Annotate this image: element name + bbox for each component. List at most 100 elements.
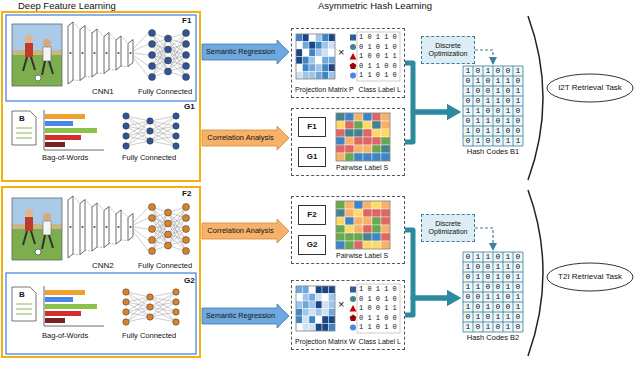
photo-person bbox=[25, 209, 33, 217]
matrix-row: 1 0 1 1 0 bbox=[359, 285, 397, 294]
word-bar bbox=[45, 142, 65, 147]
pairwise-matrix bbox=[363, 201, 372, 209]
projection-matrix bbox=[329, 301, 336, 309]
optimization-arrow bbox=[475, 228, 493, 250]
node-label: Pairwise Label S bbox=[336, 252, 388, 260]
hash-grid bbox=[463, 66, 523, 146]
cnn-unit bbox=[106, 226, 108, 228]
pairwise-matrix bbox=[354, 225, 363, 233]
fc-link bbox=[150, 302, 176, 317]
node-label: Correlation Analysis bbox=[207, 227, 273, 235]
cnn-unit bbox=[118, 226, 120, 228]
matrix-row: 1 1 0 0 1 0 bbox=[466, 282, 521, 292]
projection-matrix bbox=[322, 286, 329, 294]
projection-matrix bbox=[296, 72, 303, 80]
matrix-row: 1 0 1 1 0 0 bbox=[466, 126, 521, 136]
neuron bbox=[173, 143, 179, 149]
network-name: CNN1 bbox=[92, 88, 114, 97]
node-label: Correlation Analysis bbox=[207, 134, 273, 142]
cnn-layer bbox=[92, 29, 97, 77]
document-icon bbox=[12, 287, 36, 321]
cnn-unit bbox=[118, 52, 120, 54]
neuron bbox=[183, 41, 190, 48]
class-symbol bbox=[350, 325, 356, 331]
projection-matrix bbox=[316, 42, 323, 50]
projection-matrix bbox=[329, 309, 336, 317]
pairwise-matrix bbox=[345, 121, 354, 129]
word-bar bbox=[45, 121, 73, 126]
pairwise-matrix bbox=[372, 137, 381, 145]
photo-person bbox=[43, 47, 51, 61]
neuron bbox=[123, 113, 129, 119]
class-matrix bbox=[357, 32, 400, 81]
word-bar bbox=[45, 114, 85, 119]
neuron bbox=[147, 118, 153, 124]
flow-arrow bbox=[405, 298, 451, 315]
fc-link bbox=[133, 229, 149, 240]
hash-grid bbox=[463, 252, 523, 332]
neuron bbox=[149, 41, 156, 48]
node-label: F2 bbox=[307, 211, 316, 220]
pairwise-matrix bbox=[381, 209, 390, 217]
neuron bbox=[183, 30, 190, 37]
projection-matrix bbox=[322, 301, 329, 309]
neuron bbox=[149, 204, 156, 211]
document-line bbox=[16, 138, 32, 139]
neuron bbox=[183, 52, 190, 59]
cnn-unit bbox=[70, 52, 72, 54]
projection-matrix bbox=[296, 57, 303, 65]
hash-grid bbox=[463, 66, 464, 146]
hash-code-box: 0 1 1 0 1 01 0 0 1 1 00 1 0 1 0 11 1 0 0… bbox=[461, 250, 525, 346]
neuron bbox=[123, 133, 129, 139]
layer-name: Fully Connected bbox=[138, 88, 192, 96]
photo-person bbox=[31, 57, 35, 70]
feature-name: F2 bbox=[182, 190, 191, 199]
word-bar bbox=[45, 290, 85, 295]
projection-matrix bbox=[296, 301, 303, 309]
document-letter: B bbox=[19, 291, 25, 300]
projection-box: ×1 0 1 1 00 1 0 1 01 0 0 1 10 1 1 0 01 1… bbox=[291, 28, 405, 98]
fc-link bbox=[133, 231, 149, 251]
projection-matrix bbox=[329, 324, 336, 332]
projection-matrix bbox=[303, 49, 310, 57]
pairwise-matrix bbox=[381, 137, 390, 145]
pairwise-matrix bbox=[381, 153, 390, 161]
projection-matrix bbox=[309, 301, 316, 309]
pairwise-matrix bbox=[372, 121, 381, 129]
photo-ground bbox=[12, 224, 62, 229]
node-label: G2 bbox=[307, 241, 318, 250]
projection-matrix bbox=[303, 57, 310, 65]
pairwise-matrix bbox=[363, 233, 372, 241]
neuron bbox=[165, 46, 172, 53]
photo-person bbox=[49, 235, 53, 248]
regression-arrow: Semantic Regression bbox=[202, 40, 289, 64]
matrix-row: 0 1 0 1 0 1 bbox=[466, 272, 521, 282]
feature-type: Bag-of-Words bbox=[42, 332, 88, 340]
photo-ground bbox=[12, 50, 62, 55]
projection-matrix bbox=[322, 309, 329, 317]
neuron bbox=[149, 215, 156, 222]
neuron bbox=[183, 248, 190, 255]
projection-matrix bbox=[309, 49, 316, 57]
node-label: T2I Retrieval Task bbox=[558, 273, 622, 282]
neuron bbox=[173, 113, 179, 119]
hash-grid bbox=[463, 252, 464, 332]
document-line bbox=[16, 128, 32, 129]
pairwise-matrix bbox=[372, 217, 381, 225]
pairwise-box: Pairwise Label SF1G1 bbox=[291, 108, 405, 176]
projection-matrix bbox=[303, 301, 310, 309]
cnn-unit bbox=[130, 226, 132, 228]
neuron bbox=[183, 204, 190, 211]
pairwise-matrix bbox=[336, 121, 345, 129]
word-bar bbox=[45, 135, 81, 140]
projection-matrix bbox=[296, 316, 303, 324]
projection-matrix bbox=[316, 316, 323, 324]
cnn-link bbox=[85, 26, 92, 34]
fc-link bbox=[150, 312, 176, 317]
projection-matrix bbox=[296, 34, 335, 79]
neuron bbox=[165, 220, 172, 227]
cnn-layer bbox=[92, 203, 97, 251]
matrix-row: 0 1 1 0 0 bbox=[359, 62, 397, 71]
feature-box: F1 bbox=[298, 117, 326, 137]
projection-matrix bbox=[316, 57, 323, 65]
